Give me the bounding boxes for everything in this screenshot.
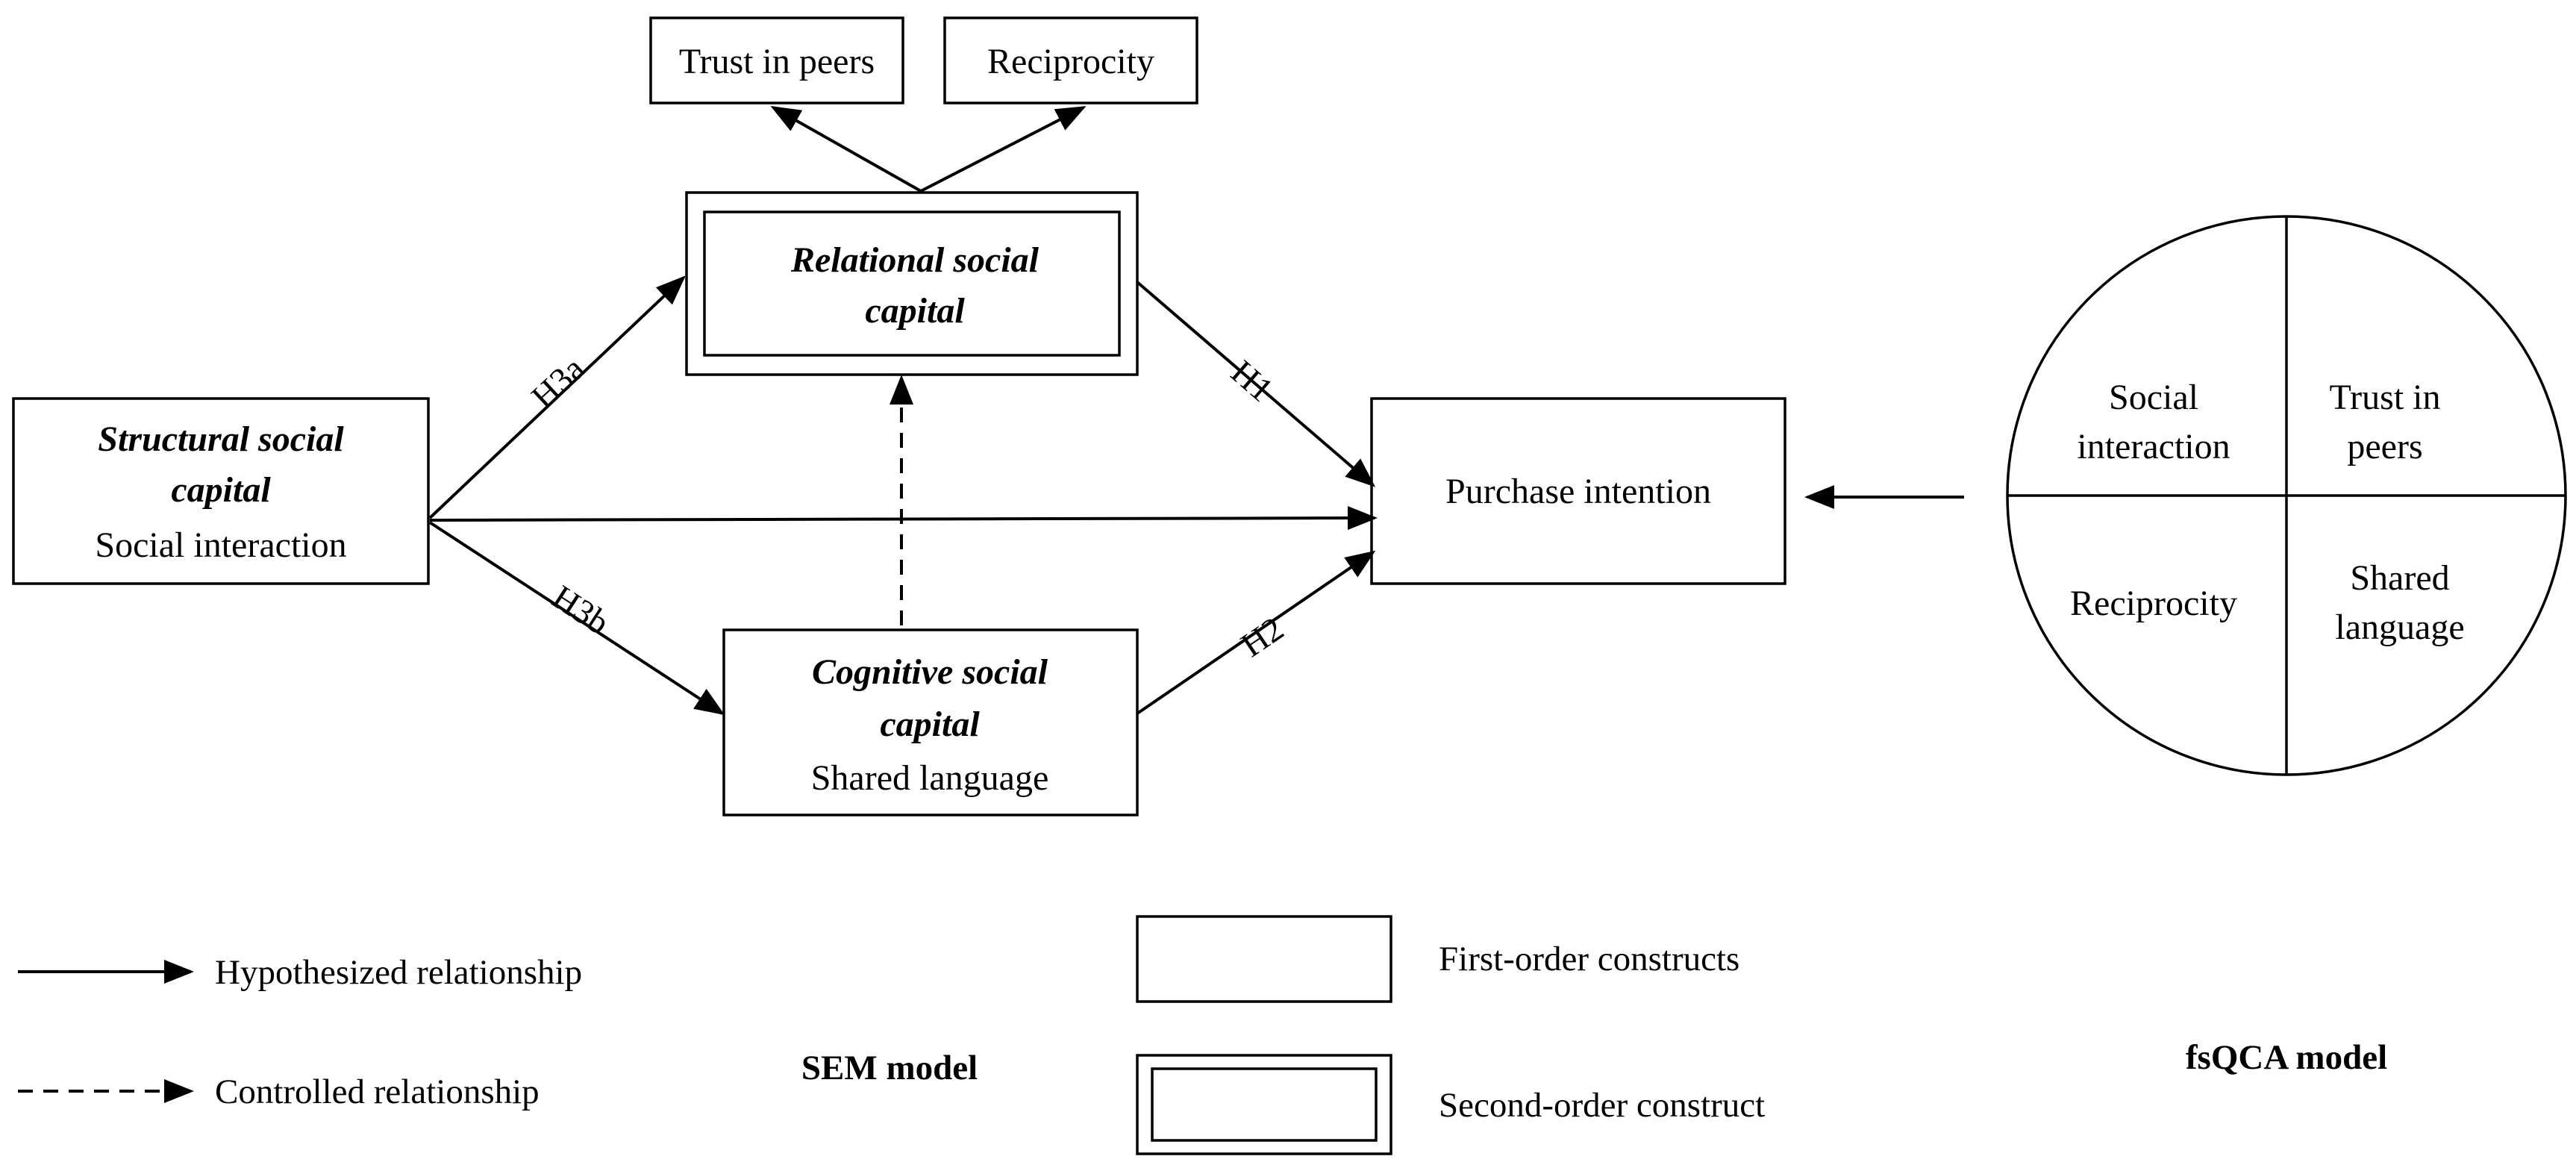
legend-single-box: [1136, 915, 1392, 1003]
node-trust-in-peers: Trust in peers: [649, 16, 904, 104]
fsqca-bottom-left: Reciprocity: [2070, 584, 2237, 623]
edge-h3a: [428, 275, 686, 519]
relational-title-line2: capital: [865, 291, 965, 331]
node-purchase-intention: Purchase intention: [1370, 397, 1786, 585]
trust-label: Trust in peers: [679, 42, 875, 81]
cognitive-subtitle: Shared language: [811, 758, 1049, 798]
hyp-label-h3a: H3a: [524, 349, 592, 416]
fsqca-top-left-line1: Social: [2109, 378, 2198, 417]
node-structural-social-capital: Structural social capital Social interac…: [12, 397, 430, 585]
fsqca-bottom-right-line2: language: [2335, 608, 2464, 647]
legend-double-box: [1136, 1054, 1392, 1155]
fsqca-circle: Social interaction Trust in peers Recipr…: [2006, 215, 2567, 776]
fsqca-top-left-line2: interaction: [2077, 427, 2230, 466]
structural-title-line2: capital: [171, 470, 271, 510]
legend: Hypothesized relationship Controlled rel…: [18, 915, 1765, 1155]
fsqca-top-right-line1: Trust in: [2330, 378, 2441, 417]
purchase-label: Purchase intention: [1445, 472, 1711, 511]
edge-to-reciprocity: [920, 106, 1087, 193]
hyp-label-h2: H2: [1234, 609, 1290, 664]
structural-title-line1: Structural social: [98, 419, 344, 459]
relational-title-line1: Relational social: [790, 240, 1040, 280]
legend-hypothesized-label: Hypothesized relationship: [215, 953, 582, 992]
fsqca-model-label: fsQCA model: [2186, 1038, 2387, 1077]
edge-to-trust: [770, 106, 922, 193]
fsqca-top-right-line2: peers: [2347, 427, 2422, 466]
edge-h1: [1136, 281, 1376, 487]
reciprocity-label: Reciprocity: [987, 42, 1154, 81]
structural-subtitle: Social interaction: [95, 525, 346, 565]
hyp-label-h3b: H3b: [545, 578, 616, 642]
node-relational-social-capital: Relational social capital: [685, 191, 1139, 376]
legend-first-order-label: First-order constructs: [1439, 940, 1739, 978]
edges: [428, 106, 1964, 716]
edge-h2: [1136, 550, 1376, 715]
node-cognitive-social-capital: Cognitive social capital Shared language: [722, 628, 1139, 816]
node-reciprocity: Reciprocity: [943, 16, 1198, 104]
cognitive-title-line2: capital: [880, 705, 980, 744]
cognitive-title-line1: Cognitive social: [812, 652, 1048, 692]
legend-controlled-label: Controlled relationship: [215, 1072, 540, 1111]
legend-second-order-label: Second-order construct: [1439, 1086, 1765, 1125]
hyp-label-h1: H1: [1224, 353, 1281, 409]
edge-h3b: [428, 521, 725, 716]
fsqca-bottom-right-line1: Shared: [2350, 558, 2449, 598]
sem-model-label: SEM model: [801, 1049, 978, 1087]
